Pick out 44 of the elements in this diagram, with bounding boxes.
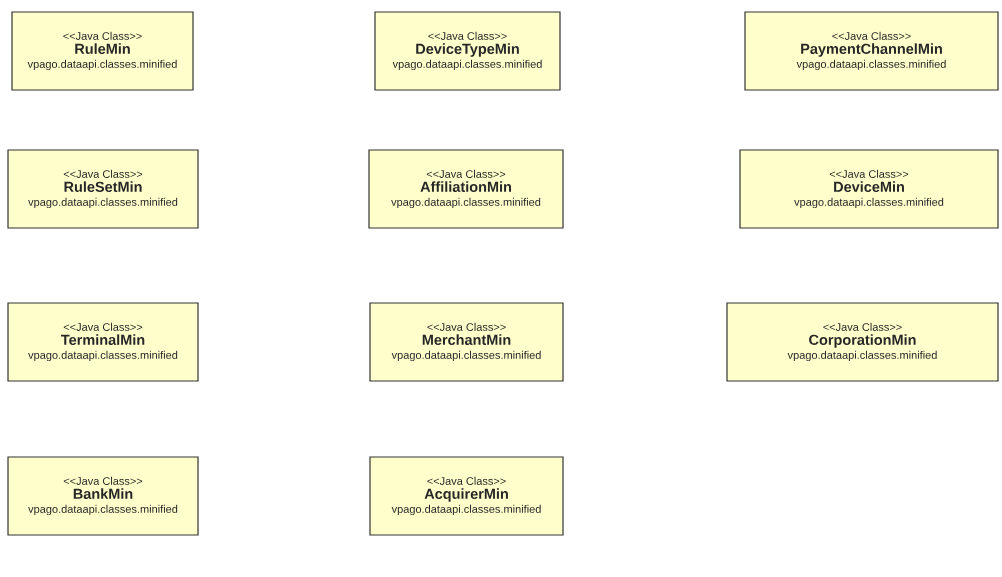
package-name: vpago.dataapi.classes.minified	[796, 59, 946, 71]
class-box	[7, 149, 199, 229]
class-box	[374, 11, 561, 91]
class-box	[369, 302, 564, 382]
stereotype-label: <<Java Class>>	[63, 322, 143, 331]
stereotype-label: <<Java Class>>	[63, 169, 143, 178]
class-box	[368, 149, 564, 229]
class-name: BankMin	[73, 488, 133, 499]
package-name: vpago.dataapi.classes.minified	[391, 504, 541, 516]
class-name: TerminalMin	[61, 334, 145, 345]
stereotype-label: <<Java Class>>	[426, 169, 506, 178]
package-name: vpago.dataapi.classes.minified	[28, 350, 178, 362]
class-box	[744, 11, 999, 91]
class-box	[369, 456, 564, 536]
package-name: vpago.dataapi.classes.minified	[794, 197, 944, 209]
stereotype-label: <<Java Class>>	[427, 476, 506, 485]
class-name: PaymentChannelMin	[801, 43, 942, 57]
package-name: vpago.dataapi.classes.minified	[391, 350, 541, 362]
class-box	[726, 302, 999, 382]
stereotype-label: <<Java Class>>	[427, 322, 506, 331]
class-name: AcquirerMin	[424, 488, 508, 502]
package-name: vpago.dataapi.classes.minified	[392, 59, 542, 71]
class-name: MerchantMin	[422, 334, 511, 345]
class-box	[739, 149, 999, 229]
class-name: AffiliationMin	[420, 181, 512, 192]
class-name: RuleSetMin	[64, 181, 142, 192]
package-name: vpago.dataapi.classes.minified	[787, 350, 937, 362]
stereotype-label: <<Java Class>>	[823, 322, 902, 331]
package-name: vpago.dataapi.classes.minified	[28, 504, 178, 516]
stereotype-label: <<Java Class>>	[63, 31, 142, 40]
class-box	[7, 302, 199, 382]
package-name: vpago.dataapi.classes.minified	[391, 197, 541, 209]
stereotype-label: <<Java Class>>	[63, 476, 143, 485]
class-box	[7, 456, 199, 536]
class-name: DeviceMin	[834, 181, 904, 192]
package-name: vpago.dataapi.classes.minified	[28, 197, 178, 209]
class-name: RuleMin	[75, 43, 130, 54]
class-name: DeviceTypeMin	[416, 43, 519, 57]
class-name: CorporationMin	[809, 334, 916, 348]
stereotype-label: <<Java Class>>	[832, 31, 911, 40]
stereotype-label: <<Java Class>>	[829, 169, 909, 178]
class-box	[11, 11, 194, 91]
package-name: vpago.dataapi.classes.minified	[27, 59, 177, 71]
stereotype-label: <<Java Class>>	[428, 31, 507, 40]
